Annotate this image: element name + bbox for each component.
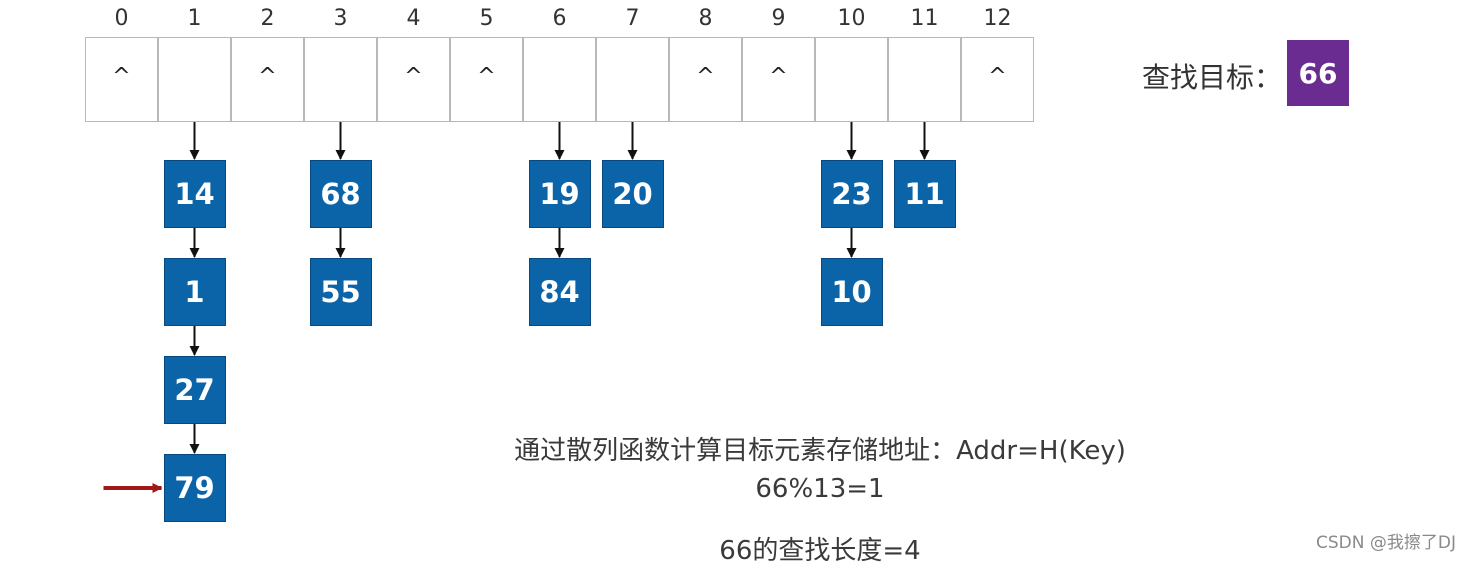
slot-index-0: 0 xyxy=(114,6,129,31)
empty-marker: ^ xyxy=(112,64,131,89)
target-label: 查找目标： xyxy=(1142,61,1283,94)
hash-slot-1 xyxy=(158,37,231,122)
explanation-calculation: 66%13=1 xyxy=(755,474,885,504)
slot-index-3: 3 xyxy=(333,6,348,31)
hash-slot-12 xyxy=(961,37,1034,122)
hash-slot-5 xyxy=(450,37,523,122)
empty-marker: ^ xyxy=(769,64,788,89)
empty-marker: ^ xyxy=(258,64,277,89)
empty-marker: ^ xyxy=(477,64,496,89)
hash-slot-7 xyxy=(596,37,669,122)
slot-index-7: 7 xyxy=(625,6,640,31)
empty-marker: ^ xyxy=(404,64,423,89)
hash-slot-8 xyxy=(669,37,742,122)
slot-index-6: 6 xyxy=(552,6,567,31)
chain-node: 11 xyxy=(893,160,956,228)
empty-marker: ^ xyxy=(988,64,1007,89)
slot-index-8: 8 xyxy=(698,6,713,31)
slot-index-11: 11 xyxy=(910,6,939,31)
slot-index-10: 10 xyxy=(837,6,866,31)
chain-node: 20 xyxy=(601,160,664,228)
hash-slot-2 xyxy=(231,37,304,122)
hash-slot-9 xyxy=(742,37,815,122)
slot-index-2: 2 xyxy=(260,6,275,31)
slot-index-5: 5 xyxy=(479,6,494,31)
chain-node: 79 xyxy=(163,454,226,522)
slot-index-1: 1 xyxy=(187,6,202,31)
chain-node: 14 xyxy=(163,160,226,228)
hash-slot-3 xyxy=(304,37,377,122)
explanation-formula: 通过散列函数计算目标元素存储地址：Addr=H(Key) xyxy=(514,436,1126,466)
chain-node: 1 xyxy=(163,258,226,326)
chain-node: 55 xyxy=(309,258,372,326)
chain-node: 23 xyxy=(820,160,883,228)
explanation-search-length: 66的查找长度=4 xyxy=(719,536,921,566)
hash-slot-4 xyxy=(377,37,450,122)
target-value-box: 66 xyxy=(1287,40,1349,106)
hash-slot-11 xyxy=(888,37,961,122)
hash-slot-6 xyxy=(523,37,596,122)
empty-marker: ^ xyxy=(696,64,715,89)
slot-index-9: 9 xyxy=(771,6,786,31)
slot-index-12: 12 xyxy=(983,6,1012,31)
watermark: CSDN @我擦了DJ xyxy=(1316,533,1456,553)
chain-node: 84 xyxy=(528,258,591,326)
chain-node: 19 xyxy=(528,160,591,228)
slot-index-4: 4 xyxy=(406,6,421,31)
chain-node: 10 xyxy=(820,258,883,326)
hash-slot-10 xyxy=(815,37,888,122)
chain-node: 27 xyxy=(163,356,226,424)
hash-slot-0 xyxy=(85,37,158,122)
chain-node: 68 xyxy=(309,160,372,228)
